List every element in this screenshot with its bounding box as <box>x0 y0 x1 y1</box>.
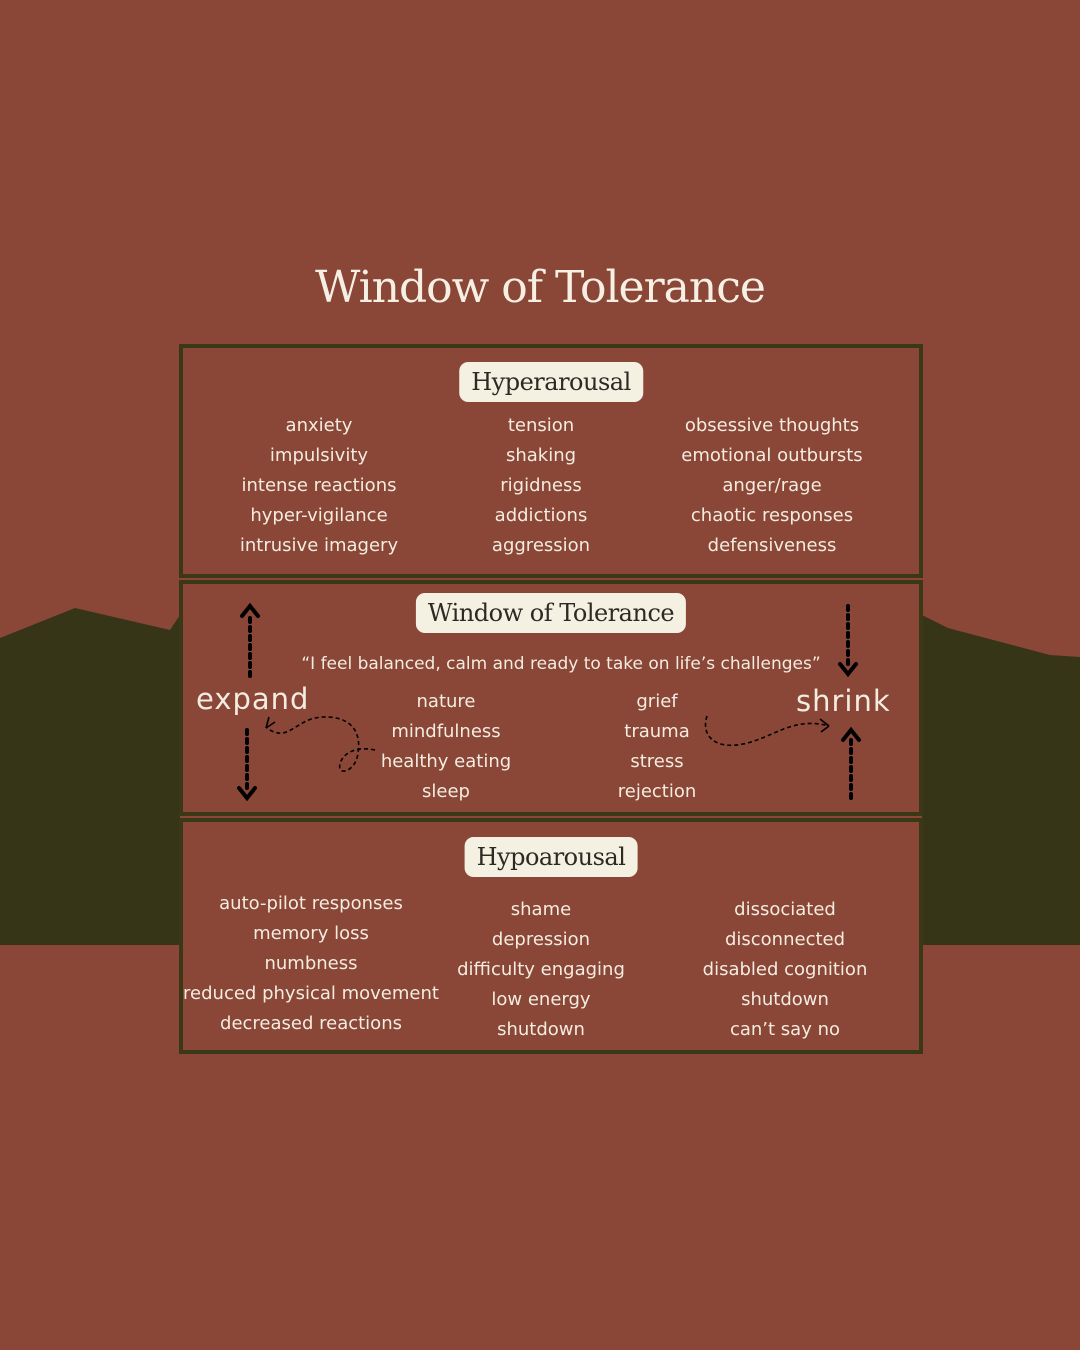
hyperarousal-column-3: obsessive thoughts emotional outbursts a… <box>681 411 862 561</box>
list-item: mindfulness <box>391 721 501 742</box>
list-item: trauma <box>624 721 690 742</box>
list-item: dissociated <box>734 899 836 920</box>
hypoarousal-column-2: shame depression difficulty engaging low… <box>457 895 625 1045</box>
list-item: difficulty engaging <box>457 959 625 980</box>
list-item: shutdown <box>741 989 829 1010</box>
window-quote: “I feel balanced, calm and ready to take… <box>301 654 821 674</box>
shrink-items: grief trauma stress rejection <box>618 687 697 807</box>
expand-label: expand <box>196 682 310 716</box>
list-item: tension <box>507 415 575 436</box>
expand-curl-arrow-icon <box>266 716 376 772</box>
window-arrows <box>237 602 861 802</box>
hypoarousal-heading: Hypoarousal <box>464 837 638 877</box>
list-item: defensiveness <box>707 535 837 556</box>
window-panel: Window of Tolerance “I feel balanced, ca… <box>179 580 923 816</box>
list-item: can’t say no <box>729 1019 841 1040</box>
list-item: anxiety <box>285 415 353 436</box>
list-item: sleep <box>422 781 470 802</box>
shrink-curl-arrow-icon <box>704 715 830 747</box>
hypoarousal-column-1: auto-pilot responses memory loss numbnes… <box>183 889 439 1039</box>
list-item: grief <box>636 691 678 712</box>
list-item: obsessive thoughts <box>684 415 860 436</box>
list-item: aggression <box>491 535 591 556</box>
list-item: impulsivity <box>269 445 369 466</box>
list-item: addictions <box>494 505 588 526</box>
list-item: shutdown <box>497 1019 585 1040</box>
list-item: chaotic responses <box>690 505 854 526</box>
list-item: depression <box>491 929 591 950</box>
list-item: stress <box>630 751 684 772</box>
list-item: shaking <box>505 445 577 466</box>
list-item: memory loss <box>253 923 369 944</box>
shrink-label: shrink <box>796 684 891 718</box>
expand-curl-arrowhead-icon <box>265 716 276 729</box>
hypoarousal-panel: Hypoarousal auto-pilot responses memory … <box>179 818 923 1054</box>
page-title: Window of Tolerance <box>315 262 766 313</box>
expand-up-arrowhead-icon <box>240 602 260 618</box>
shrink-curl-arrowhead-icon <box>819 718 830 733</box>
shrink-up-arrowhead-icon <box>841 726 861 742</box>
list-item: decreased reactions <box>220 1013 402 1034</box>
expand-down-arrowhead-icon <box>237 786 257 802</box>
list-item: hyper-vigilance <box>250 505 388 526</box>
list-item: reduced physical movement <box>183 983 439 1004</box>
list-item: auto-pilot responses <box>219 893 403 914</box>
list-item: intense reactions <box>241 475 397 496</box>
shrink-down-arrowhead-icon <box>838 662 858 678</box>
hyperarousal-heading: Hyperarousal <box>459 362 643 402</box>
hyperarousal-panel: Hyperarousal anxiety impulsivity intense… <box>179 344 923 578</box>
hypoarousal-column-3: dissociated disconnected disabled cognit… <box>703 895 868 1045</box>
hyperarousal-column-2: tension shaking rigidness addictions agg… <box>492 411 590 561</box>
list-item: disconnected <box>724 929 846 950</box>
list-item: rigidness <box>500 475 582 496</box>
list-item: intrusive imagery <box>239 535 399 556</box>
hyperarousal-column-1: anxiety impulsivity intense reactions hy… <box>240 411 398 561</box>
expand-items: nature mindfulness healthy eating sleep <box>381 687 511 807</box>
list-item: shame <box>510 899 572 920</box>
list-item: nature <box>416 691 476 712</box>
list-item: anger/rage <box>722 475 822 496</box>
list-item: healthy eating <box>380 751 512 772</box>
list-item: rejection <box>617 781 697 802</box>
list-item: emotional outbursts <box>681 445 863 466</box>
list-item: disabled cognition <box>702 959 868 980</box>
window-heading: Window of Tolerance <box>415 593 687 633</box>
list-item: numbness <box>264 953 358 974</box>
list-item: low energy <box>491 989 591 1010</box>
